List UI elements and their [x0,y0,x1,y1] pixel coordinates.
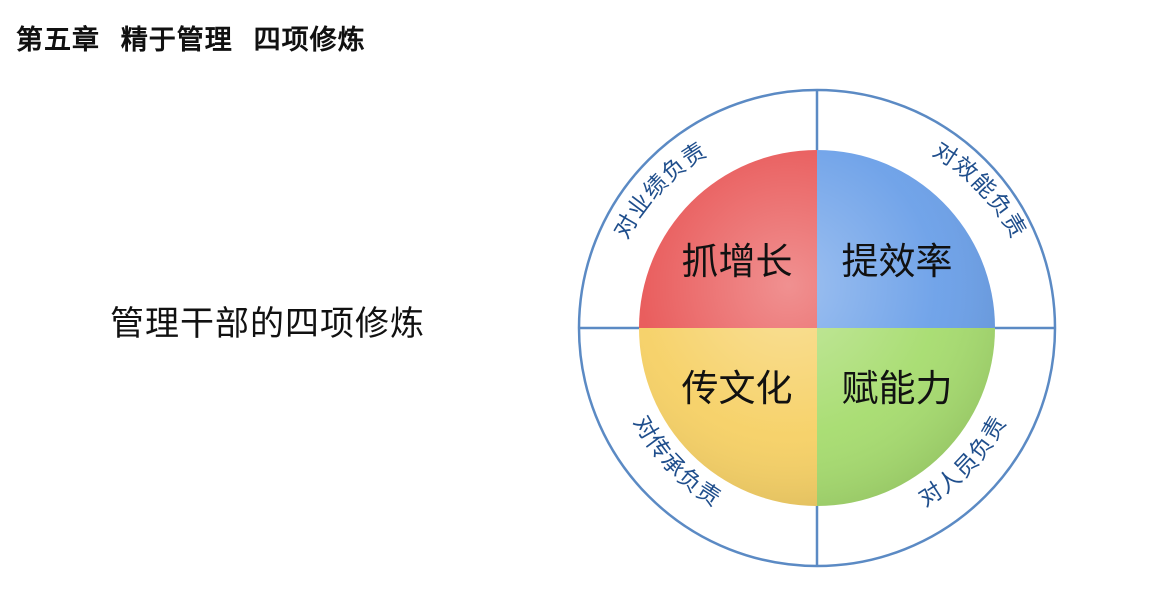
quadrant-label-bottom-right: 赋能力 [842,367,953,410]
quadrant-label-top-left: 抓增长 [682,240,793,283]
main-heading: 管理干部的四项修炼 [110,304,425,344]
quadrant-label-bottom-left: 传文化 [682,367,793,410]
chapter-title: 第五章 精于管理 四项修炼 [16,25,366,56]
quadrant-label-top-right: 提效率 [842,240,953,283]
inner-disc-gloss [639,150,995,506]
